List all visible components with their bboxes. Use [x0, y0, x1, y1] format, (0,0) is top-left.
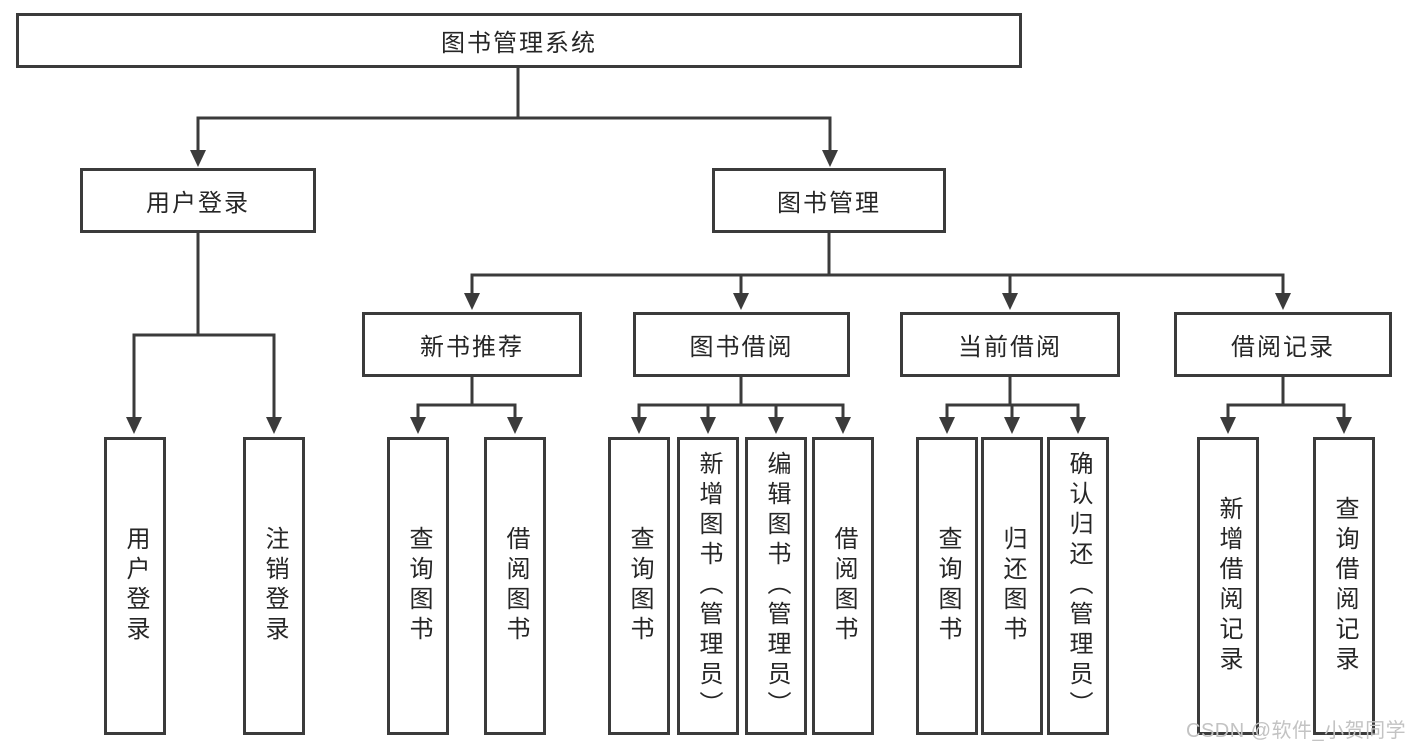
leaf-borrow-books-recommend: 借阅图书 [484, 437, 546, 735]
connector-group [126, 66, 1352, 434]
leaf-add-borrow-record: 新增借阅记录 [1197, 437, 1259, 735]
leaf-query-books-borrowing: 查询图书 [608, 437, 670, 735]
leaf-return-books: 归还图书 [981, 437, 1043, 735]
csdn-watermark: CSDN @软件_小贺同学 [1186, 720, 1405, 742]
leaf-borrow-books: 借阅图书 [812, 437, 874, 735]
node-current-borrowing: 当前借阅 [900, 312, 1120, 377]
leaf-logout: 注销登录 [243, 437, 305, 735]
leaf-query-books-recommend: 查询图书 [387, 437, 449, 735]
leaf-query-books-current: 查询图书 [916, 437, 978, 735]
node-book-borrowing: 图书借阅 [633, 312, 850, 377]
node-borrowing-records: 借阅记录 [1174, 312, 1392, 377]
leaf-user-login: 用户登录 [104, 437, 166, 735]
leaf-query-borrow-record: 查询借阅记录 [1313, 437, 1375, 735]
leaf-add-books-admin: 新增图书（管理员） [677, 437, 739, 735]
node-new-book-recommendation: 新书推荐 [362, 312, 582, 377]
node-user-login: 用户登录 [80, 168, 316, 233]
node-library-management-system: 图书管理系统 [16, 13, 1022, 68]
leaf-edit-books-admin: 编辑图书（管理员） [745, 437, 807, 735]
leaf-confirm-return-admin: 确认归还（管理员） [1047, 437, 1109, 735]
node-book-management: 图书管理 [712, 168, 946, 233]
